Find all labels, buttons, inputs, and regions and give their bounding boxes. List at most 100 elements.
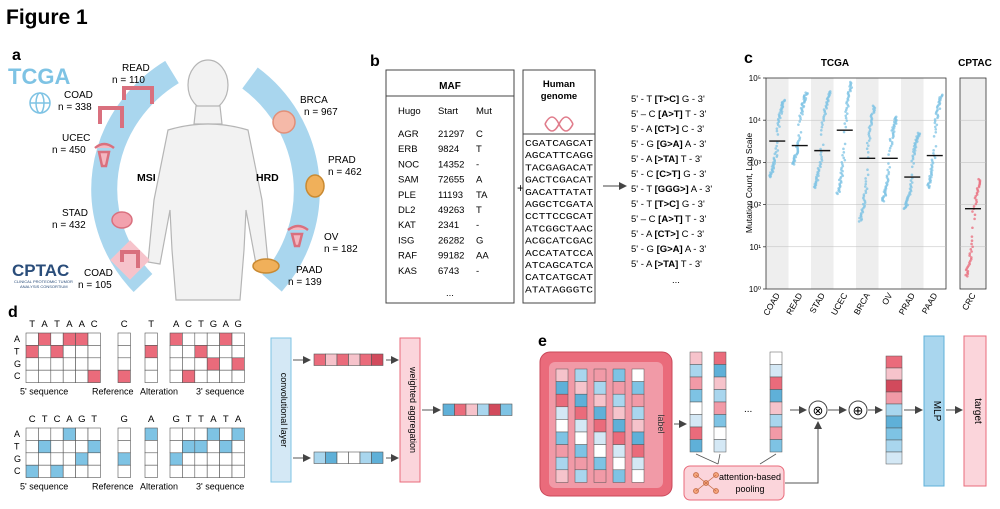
- pooled-cell: [885, 391, 903, 405]
- embedding-cell: [689, 389, 703, 403]
- series-ucec-point: [839, 175, 843, 179]
- series-ov-point: [887, 162, 890, 165]
- series-prad-point: [909, 182, 912, 186]
- column-shade: [766, 78, 789, 289]
- one-hot-cell: [206, 357, 220, 371]
- genome-sequence-line: AGCATTCAGG: [525, 150, 593, 161]
- one-hot-cell: [169, 357, 183, 371]
- maf-cell-start: 72655: [438, 175, 464, 186]
- maf-cell-mut: T: [476, 144, 482, 155]
- cohort-stad-name: STAD: [62, 208, 88, 219]
- series-brca-point: [863, 185, 867, 188]
- matrix-cell: [555, 431, 569, 445]
- series-ucec-point: [844, 116, 848, 120]
- cohort-coad-name: COAD: [64, 90, 93, 101]
- sequence-letter: A: [210, 414, 217, 425]
- one-hot-cell: [38, 357, 52, 371]
- series-coad-point: [775, 144, 778, 148]
- instance-embeddings: [689, 351, 783, 465]
- genome-title-1: Human: [543, 79, 575, 90]
- y-tick-label: 10⁰: [749, 285, 761, 294]
- genome-sequence-line: CATCATGCAT: [525, 272, 594, 283]
- mutation-context: 5' - C [C>T] G - 3': [631, 169, 706, 180]
- series-brca-point: [867, 144, 870, 147]
- series-coad-point: [783, 98, 786, 102]
- one-hot-cell: [75, 369, 89, 383]
- one-hot-cell: [75, 357, 89, 371]
- cohort-cptac-coad-n: n = 105: [78, 280, 112, 291]
- pooling-connector: [759, 453, 777, 465]
- vector-cell: [359, 451, 372, 464]
- one-hot-cell: [206, 440, 220, 454]
- matrix-cell: [612, 431, 626, 445]
- series-read-point: [798, 114, 801, 118]
- x-tick-label: READ: [784, 291, 804, 316]
- series-stad-point: [818, 161, 822, 164]
- ovary-icon: [287, 224, 309, 248]
- pooled-vector: [885, 355, 903, 465]
- sequence-letter: C: [29, 414, 36, 425]
- series-coad-point: [776, 117, 780, 121]
- embedding-cell: [769, 426, 783, 440]
- chart-cptac-title: CPTAC: [958, 58, 992, 69]
- one-hot-cell: [25, 345, 39, 359]
- genome-sequence-line: GACTCGACAT: [525, 175, 594, 186]
- embedding-cell: [769, 364, 783, 378]
- breast-icon: [272, 110, 296, 134]
- cohort-brca-name: BRCA: [300, 95, 328, 106]
- one-hot-cell: [219, 345, 233, 359]
- cohort-brca-n: n = 967: [304, 107, 338, 118]
- one-hot-cell: [182, 427, 196, 441]
- one-hot-cell: [38, 464, 52, 478]
- one-hot-cell: [194, 464, 208, 478]
- one-hot-cell: [169, 452, 183, 466]
- genome-sequence-line: ACGCATCGAC: [525, 236, 594, 247]
- series-paad-point: [932, 149, 935, 152]
- one-hot-cell: [25, 440, 39, 454]
- series-brca-point: [862, 193, 866, 196]
- maf-ellipsis: ...: [446, 288, 454, 299]
- embedding-cell: [689, 376, 703, 390]
- attention-pooling-block: [683, 465, 785, 501]
- matrix-cell: [631, 456, 645, 471]
- one-hot-cell: [50, 369, 64, 383]
- one-hot-cell: [169, 332, 183, 346]
- one-hot-cell: [231, 452, 245, 466]
- embedding-cell: [689, 364, 703, 378]
- one-hot-cell: [194, 452, 208, 466]
- series-coad-point: [775, 127, 779, 130]
- series-prad-point: [911, 154, 915, 158]
- mutation-context: 5' - T [T>C] G - 3': [631, 94, 705, 105]
- matrix-cell: [593, 381, 607, 395]
- one-hot-cell: [75, 427, 89, 441]
- series-prad-point: [909, 179, 913, 182]
- one-hot-cell: [219, 357, 233, 371]
- one-hot-cell: [25, 427, 39, 441]
- series-ucec-point: [845, 119, 849, 122]
- series-paad-point: [935, 123, 939, 127]
- colon-icon: [98, 86, 154, 128]
- series-stad-point: [821, 123, 824, 127]
- matrix-cell: [612, 469, 626, 483]
- one-hot-cell: [87, 464, 101, 478]
- tcga-logo: TCGA: [8, 64, 70, 89]
- vector-cell: [336, 451, 349, 464]
- one-hot-cell: [117, 452, 131, 466]
- pooled-cell: [885, 379, 903, 393]
- grid-section-label: 5' sequence: [20, 482, 68, 492]
- mutation-context: 5' - T [GGG>] A - 3': [631, 184, 712, 195]
- one-hot-cell: [25, 464, 39, 478]
- series-brca-point: [866, 168, 869, 172]
- sequence-letter: C: [91, 319, 98, 330]
- one-hot-cell: [75, 345, 89, 359]
- series-crc-point: [969, 247, 973, 251]
- genome-sequence-line: ATCGGCTAAC: [525, 223, 594, 234]
- one-hot-cell: [50, 440, 64, 454]
- one-hot-cell: [182, 369, 196, 383]
- embeddings-ellipsis: ...: [744, 404, 752, 415]
- matrix-cell: [574, 431, 588, 445]
- one-hot-cell: [219, 464, 233, 478]
- series-coad-point: [775, 141, 779, 144]
- series-ov-point: [892, 130, 896, 133]
